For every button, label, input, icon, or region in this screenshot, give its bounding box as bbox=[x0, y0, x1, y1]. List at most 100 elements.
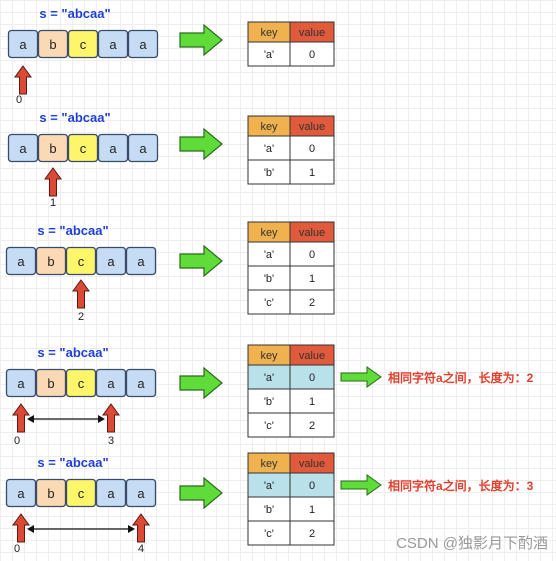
table-row: 'b'1 bbox=[247, 496, 335, 522]
char-cell-box bbox=[35, 368, 67, 398]
table-cell-value bbox=[289, 412, 335, 438]
table-header-value-label: value bbox=[299, 350, 325, 362]
char-cell: a bbox=[125, 368, 157, 398]
char-cell-label: a bbox=[137, 486, 145, 501]
string-title: s = "abcaa" bbox=[39, 110, 110, 125]
char-cell-box bbox=[35, 478, 67, 508]
char-cell: b bbox=[37, 29, 69, 59]
table-header-value-label: value bbox=[299, 227, 325, 239]
char-cell-label: a bbox=[137, 254, 145, 269]
table-cell-value bbox=[289, 159, 335, 185]
table-row: 'c'2 bbox=[247, 289, 335, 315]
char-cell-box bbox=[5, 368, 37, 398]
table-cell-value-label: 0 bbox=[309, 143, 315, 155]
table-cell-key bbox=[247, 241, 291, 267]
char-cell: c bbox=[65, 368, 97, 398]
char-cell: b bbox=[35, 368, 67, 398]
table-cell-value-label: 2 bbox=[309, 297, 315, 309]
pointer-arrow-icon bbox=[72, 279, 90, 309]
char-cell: a bbox=[97, 133, 129, 163]
table-cell-key-label: 'a' bbox=[264, 249, 274, 261]
char-cell-label: b bbox=[49, 37, 56, 52]
table-cell-key-label: 'a' bbox=[264, 480, 274, 492]
table-header-key-label: key bbox=[260, 227, 278, 239]
string-title: s = "abcaa" bbox=[37, 455, 108, 470]
pointer-index-label: 0 bbox=[14, 435, 20, 447]
table-cell-value bbox=[289, 520, 335, 546]
char-cell-box bbox=[5, 246, 37, 276]
table-cell-key bbox=[247, 159, 291, 185]
pointer-arrow-icon bbox=[132, 513, 150, 543]
char-cell: a bbox=[125, 478, 157, 508]
char-cell-label: a bbox=[139, 141, 147, 156]
table-cell-key bbox=[247, 265, 291, 291]
pointer-index-label: 0 bbox=[14, 543, 20, 555]
distance-arrowhead-right-icon bbox=[98, 415, 105, 423]
table-row: 'a' 0 bbox=[247, 472, 335, 498]
table-row: 'b'1 bbox=[247, 265, 335, 291]
table-cell-value-label: 2 bbox=[309, 528, 315, 540]
char-cell-label: c bbox=[78, 486, 85, 501]
table-cell-value bbox=[289, 472, 335, 498]
char-cell-label: c bbox=[78, 254, 85, 269]
distance-arrowhead-right-icon bbox=[128, 525, 135, 533]
pointer-index-label: 4 bbox=[138, 543, 144, 555]
table-cell-key-label: 'c' bbox=[264, 528, 274, 540]
table-cell-key bbox=[247, 289, 291, 315]
char-cell-label: b bbox=[47, 254, 54, 269]
char-cell: a bbox=[95, 368, 127, 398]
char-cell-box bbox=[127, 133, 159, 163]
char-cell: a bbox=[7, 29, 39, 59]
table-row: 'b'1 bbox=[247, 388, 335, 414]
table-cell-key-label: 'c' bbox=[264, 420, 274, 432]
table-cell-key bbox=[247, 388, 291, 414]
transition-arrow-icon bbox=[179, 23, 223, 57]
table-cell-key-label: 'a' bbox=[264, 372, 274, 384]
char-cell-label: c bbox=[78, 376, 85, 391]
table-cell-value bbox=[289, 289, 335, 315]
table-cell-key-label: 'b' bbox=[264, 273, 274, 285]
pointer-arrow-icon bbox=[14, 65, 32, 95]
char-cell-box bbox=[35, 246, 67, 276]
char-cell-label: a bbox=[107, 486, 115, 501]
table-row: 'a'0 bbox=[247, 364, 335, 390]
table-cell-value-label: 0 bbox=[309, 480, 315, 492]
note-arrow-icon bbox=[340, 474, 382, 496]
table-cell-value bbox=[289, 496, 335, 522]
table-cell-value-label: 1 bbox=[309, 167, 315, 179]
char-cell-label: a bbox=[107, 254, 115, 269]
char-cell-box bbox=[125, 368, 157, 398]
table-header-key-label: key bbox=[260, 27, 278, 39]
char-cell: a bbox=[95, 246, 127, 276]
pointer-arrow-icon bbox=[44, 167, 62, 197]
char-cell-label: a bbox=[107, 376, 115, 391]
table-cell-value bbox=[289, 364, 335, 390]
char-cell-label: a bbox=[17, 254, 25, 269]
char-cell-box bbox=[95, 368, 127, 398]
table-cell-key bbox=[247, 520, 291, 546]
table-cell-value bbox=[289, 135, 335, 161]
pointer-index-label: 0 bbox=[16, 94, 22, 106]
char-cell: b bbox=[35, 246, 67, 276]
table-cell-key-label: 'b' bbox=[264, 504, 274, 516]
string-title: s = "abcaa" bbox=[37, 345, 108, 360]
table-cell-key-label: 'b' bbox=[264, 396, 274, 408]
char-cell-box bbox=[125, 246, 157, 276]
char-cell: b bbox=[37, 133, 69, 163]
table-row: 'c'2 bbox=[247, 412, 335, 438]
distance-arrowhead-left-icon bbox=[27, 415, 34, 423]
repeat-length-note: 相同字符a之间，长度为：3 bbox=[388, 478, 534, 493]
table-cell-value bbox=[289, 388, 335, 414]
char-cell-box bbox=[5, 478, 37, 508]
note-arrow-icon bbox=[340, 366, 382, 388]
char-cell: c bbox=[65, 478, 97, 508]
char-cell-box bbox=[37, 29, 69, 59]
transition-arrow-icon bbox=[179, 127, 223, 161]
table-header-value-label: value bbox=[299, 27, 325, 39]
